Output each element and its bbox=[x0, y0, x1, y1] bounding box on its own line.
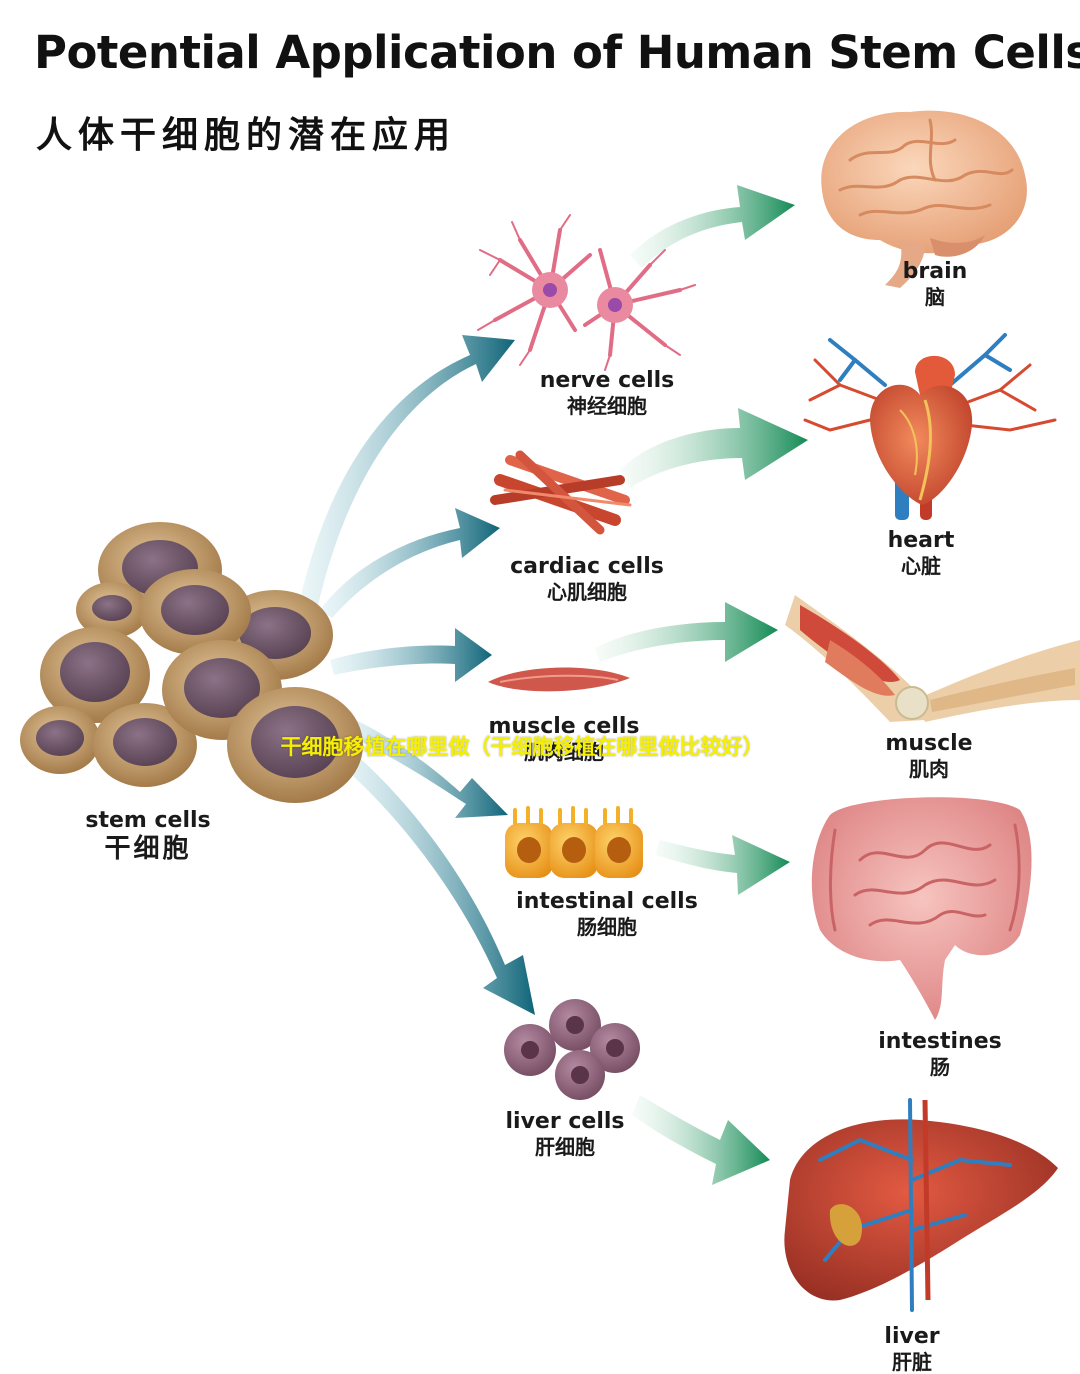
arrow-to-intestines bbox=[655, 835, 790, 895]
brain-illustration bbox=[821, 110, 1027, 288]
arrow-to-cardiac-cells bbox=[320, 508, 500, 618]
liver-illustration bbox=[784, 1098, 1058, 1312]
label-stem-cells-zh: 干细胞 bbox=[104, 834, 192, 865]
muscle-cells-illustration bbox=[488, 667, 630, 692]
label-muscle-en: muscle bbox=[885, 731, 973, 756]
stem-to-cell-arrows bbox=[300, 335, 535, 1015]
arrow-to-liver bbox=[632, 1095, 770, 1185]
arm-muscle-illustration bbox=[785, 595, 1080, 722]
label-intestinal-cells: intestinal cells 肠细胞 bbox=[516, 889, 698, 939]
stem-cells-illustration bbox=[20, 522, 363, 803]
label-nerve-cells-en: nerve cells bbox=[539, 368, 675, 393]
label-muscle-cells-en: muscle cells bbox=[488, 714, 640, 739]
label-nerve-cells-zh: 神经细胞 bbox=[567, 394, 647, 419]
arrow-to-brain bbox=[630, 185, 795, 268]
overlay-caption: 干细胞移植在哪里做（干细胞移植在哪里做比较好） bbox=[280, 735, 764, 759]
label-liver-cells-en: liver cells bbox=[505, 1109, 625, 1134]
label-cardiac-cells: cardiac cells 心肌细胞 bbox=[510, 554, 664, 604]
label-brain: brain 脑 bbox=[903, 259, 968, 309]
label-brain-en: brain bbox=[902, 259, 968, 284]
label-heart: heart 心脏 bbox=[888, 528, 955, 578]
intestinal-cells-illustration bbox=[505, 806, 643, 878]
label-intestinal-cells-en: intestinal cells bbox=[516, 889, 698, 914]
arrow-to-nerve-cells bbox=[300, 335, 515, 605]
label-cardiac-cells-en: cardiac cells bbox=[510, 554, 664, 579]
cell-to-organ-arrows bbox=[595, 185, 808, 1185]
label-nerve-cells: nerve cells 神经细胞 bbox=[540, 368, 675, 418]
arrow-to-liver-cells bbox=[335, 745, 535, 1015]
label-intestines-zh: 肠 bbox=[929, 1055, 950, 1080]
label-muscle-cells-zh: 肌肉细胞 bbox=[523, 740, 604, 765]
label-cardiac-cells-zh: 心肌细胞 bbox=[547, 580, 627, 605]
arrow-to-heart bbox=[620, 408, 808, 488]
cardiac-cells-illustration bbox=[490, 450, 632, 535]
label-liver-zh: 肝脏 bbox=[891, 1350, 932, 1374]
heart-illustration bbox=[803, 333, 1057, 520]
label-muscle: muscle 肌肉 bbox=[885, 731, 972, 781]
label-liver-en: liver bbox=[884, 1324, 940, 1349]
arrow-to-intestinal-cells bbox=[340, 715, 508, 818]
label-stem-cells-en: stem cells bbox=[85, 808, 211, 833]
liver-cells-illustration bbox=[504, 999, 640, 1100]
arrow-to-muscle-cells bbox=[330, 628, 492, 682]
label-liver: liver 肝脏 bbox=[884, 1324, 939, 1374]
label-brain-zh: 脑 bbox=[925, 285, 945, 310]
label-muscle-cells: muscle cells 肌肉细胞 bbox=[489, 714, 640, 764]
label-stem-cells: stem cells 干细胞 bbox=[85, 808, 210, 865]
label-heart-zh: 心脏 bbox=[900, 554, 941, 579]
label-heart-en: heart bbox=[887, 528, 955, 553]
page-title: Potential Application of Human Stem Cell… bbox=[34, 26, 1080, 79]
label-intestines: intestines 肠 bbox=[878, 1029, 1001, 1079]
arrow-to-muscle bbox=[595, 602, 778, 662]
label-liver-cells-zh: 肝细胞 bbox=[535, 1135, 595, 1160]
nerve-cells-illustration bbox=[477, 214, 696, 371]
label-muscle-zh: 肌肉 bbox=[909, 757, 949, 782]
label-liver-cells: liver cells 肝细胞 bbox=[506, 1109, 625, 1159]
intestines-illustration bbox=[811, 797, 1032, 1020]
page-subtitle: 人体干细胞的潜在应用 bbox=[36, 115, 457, 156]
label-intestinal-cells-zh: 肠细胞 bbox=[576, 915, 637, 940]
label-intestines-en: intestines bbox=[878, 1029, 1002, 1054]
